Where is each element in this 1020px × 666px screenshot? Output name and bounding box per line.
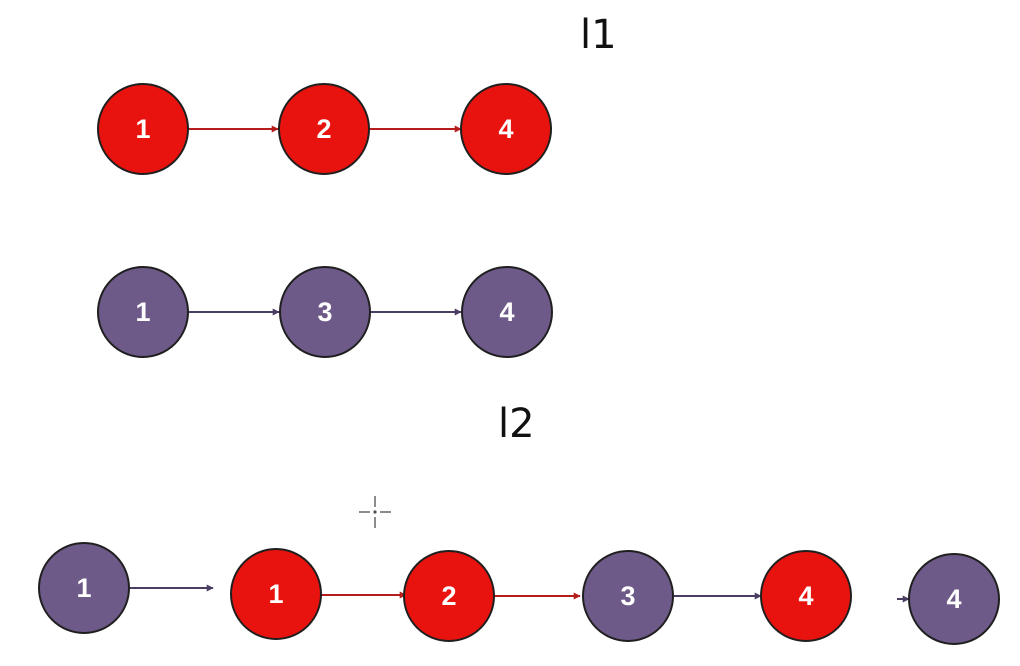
- node-circle: [97, 83, 189, 175]
- node-label: 4: [498, 114, 513, 144]
- node-label: 1: [76, 573, 91, 603]
- list-title-l2: l2: [498, 401, 535, 447]
- node-label: 4: [946, 584, 961, 614]
- node-label: 4: [798, 581, 813, 611]
- red-list-node-3: 4: [460, 83, 552, 175]
- merged-list-node-2: 1: [230, 548, 322, 640]
- node-label: 2: [441, 581, 456, 611]
- node-circle: [403, 550, 495, 642]
- node-circle: [97, 266, 189, 358]
- node-circle: [38, 542, 130, 634]
- node-label: 3: [317, 297, 332, 327]
- node-label: 1: [135, 297, 150, 327]
- node-label: 4: [499, 297, 514, 327]
- node-label: 1: [268, 579, 283, 609]
- node-label: 3: [620, 581, 635, 611]
- merged-list-node-1: 1: [38, 542, 130, 634]
- purple-list-node-2: 3: [279, 266, 371, 358]
- merged-list-node-4: 3: [582, 550, 674, 642]
- node-circle: [582, 550, 674, 642]
- list-title-l1: l1: [580, 12, 617, 58]
- purple-list-node-1: 1: [97, 266, 189, 358]
- node-circle: [230, 548, 322, 640]
- node-label: 1: [135, 114, 150, 144]
- red-list-node-2: 2: [278, 83, 370, 175]
- node-circle: [279, 266, 371, 358]
- merged-list-node-5: 4: [760, 550, 852, 642]
- crosshair-cursor-icon: [359, 496, 391, 528]
- node-label: 2: [316, 114, 331, 144]
- node-circle: [461, 266, 553, 358]
- node-circle: [278, 83, 370, 175]
- node-circle: [760, 550, 852, 642]
- red-list-node-1: 1: [97, 83, 189, 175]
- node-circle: [460, 83, 552, 175]
- node-circle: [908, 553, 1000, 645]
- purple-list-node-3: 4: [461, 266, 553, 358]
- merged-list-node-3: 2: [403, 550, 495, 642]
- merged-list-node-6: 4: [908, 553, 1000, 645]
